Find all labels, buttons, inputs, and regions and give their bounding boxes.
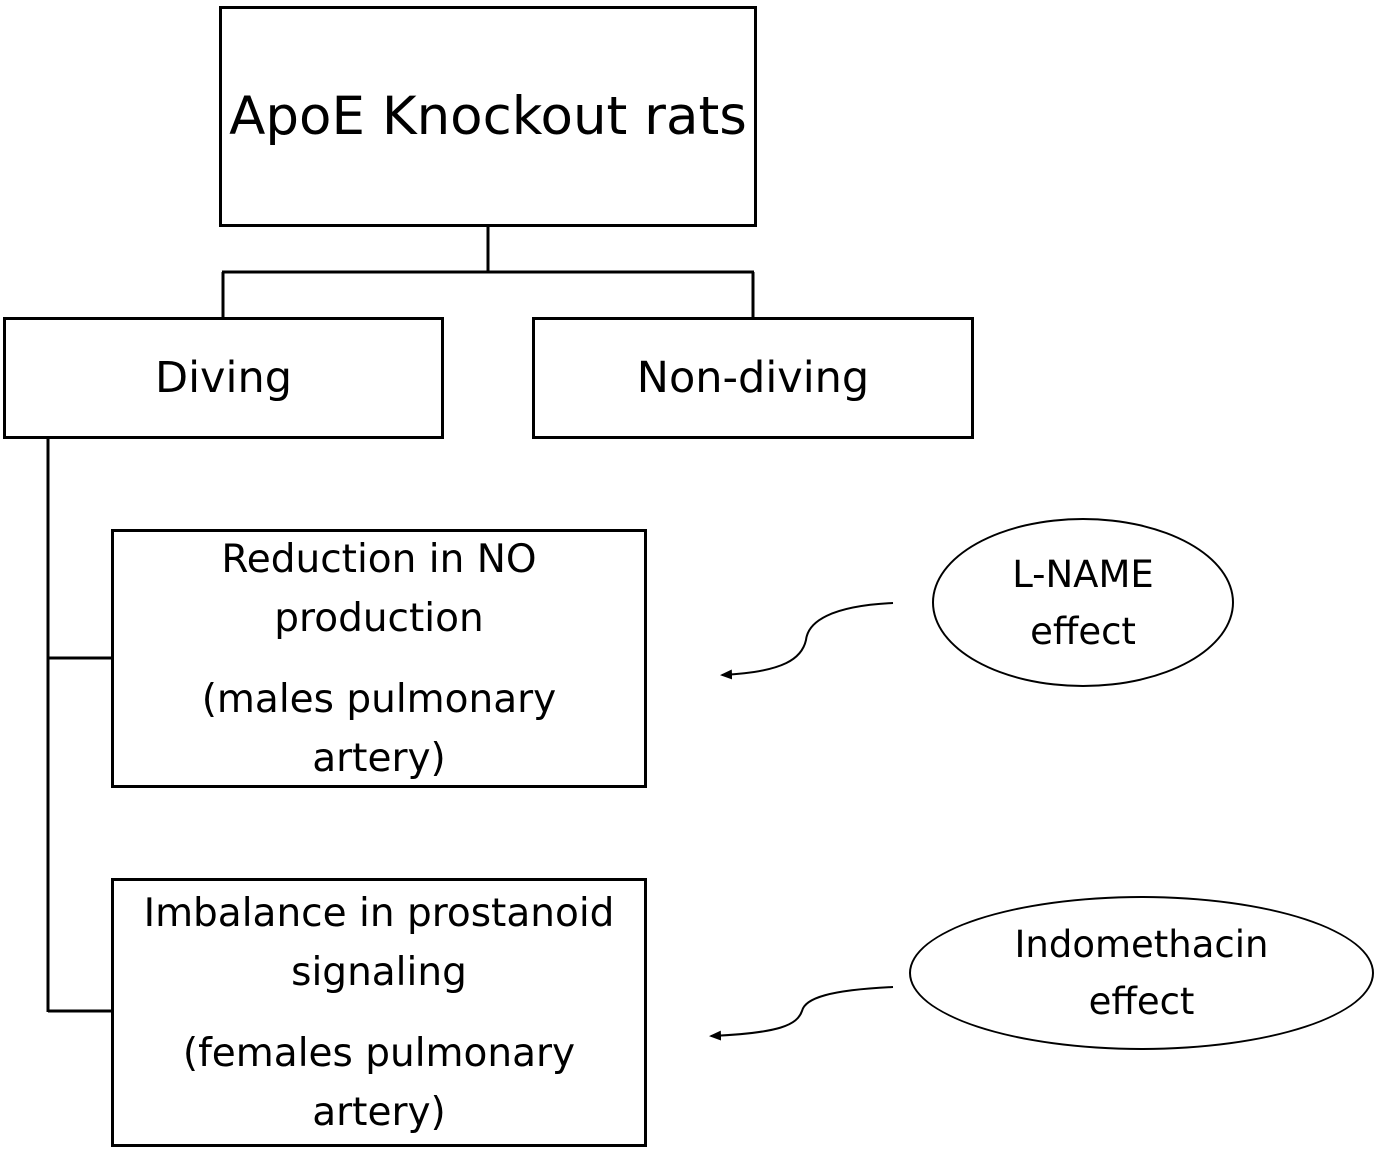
finding-node-no-production: Reduction in NO production (males pulmon…	[111, 529, 647, 788]
effect-1-line-2: effect	[1030, 609, 1136, 653]
non-diving-node: Non-diving	[532, 317, 974, 439]
finding-2-line-4: artery)	[312, 1089, 446, 1135]
finding-2-line-2: signaling	[291, 949, 467, 995]
finding-1-line-1: Reduction in NO	[221, 536, 537, 582]
finding-1-line-2: production	[274, 595, 484, 641]
finding-node-prostanoid-signaling: Imbalance in prostanoid signaling (femal…	[111, 878, 647, 1147]
indomethacin-arrow	[709, 986, 894, 1041]
effect-ellipse-indomethacin: Indomethacin effect	[909, 896, 1374, 1050]
effect-ellipse-l-name: L-NAME effect	[932, 518, 1234, 687]
finding-1-line-4: artery)	[312, 735, 446, 781]
finding-2-line-1: Imbalance in prostanoid	[143, 890, 615, 936]
root-node: ApoE Knockout rats	[219, 6, 757, 227]
l-name-arrow	[720, 602, 894, 680]
effect-2-line-1: Indomethacin	[1014, 923, 1269, 966]
diving-label: Diving	[155, 353, 292, 403]
finding-1-line-3: (males pulmonary	[201, 676, 557, 722]
effect-2-line-2: effect	[1088, 980, 1195, 1023]
non-diving-label: Non-diving	[636, 353, 870, 403]
root-label: ApoE Knockout rats	[229, 86, 747, 147]
effect-1-line-1: L-NAME	[1012, 552, 1154, 596]
finding-2-line-3: (females pulmonary	[182, 1030, 576, 1076]
diving-node: Diving	[3, 317, 444, 439]
